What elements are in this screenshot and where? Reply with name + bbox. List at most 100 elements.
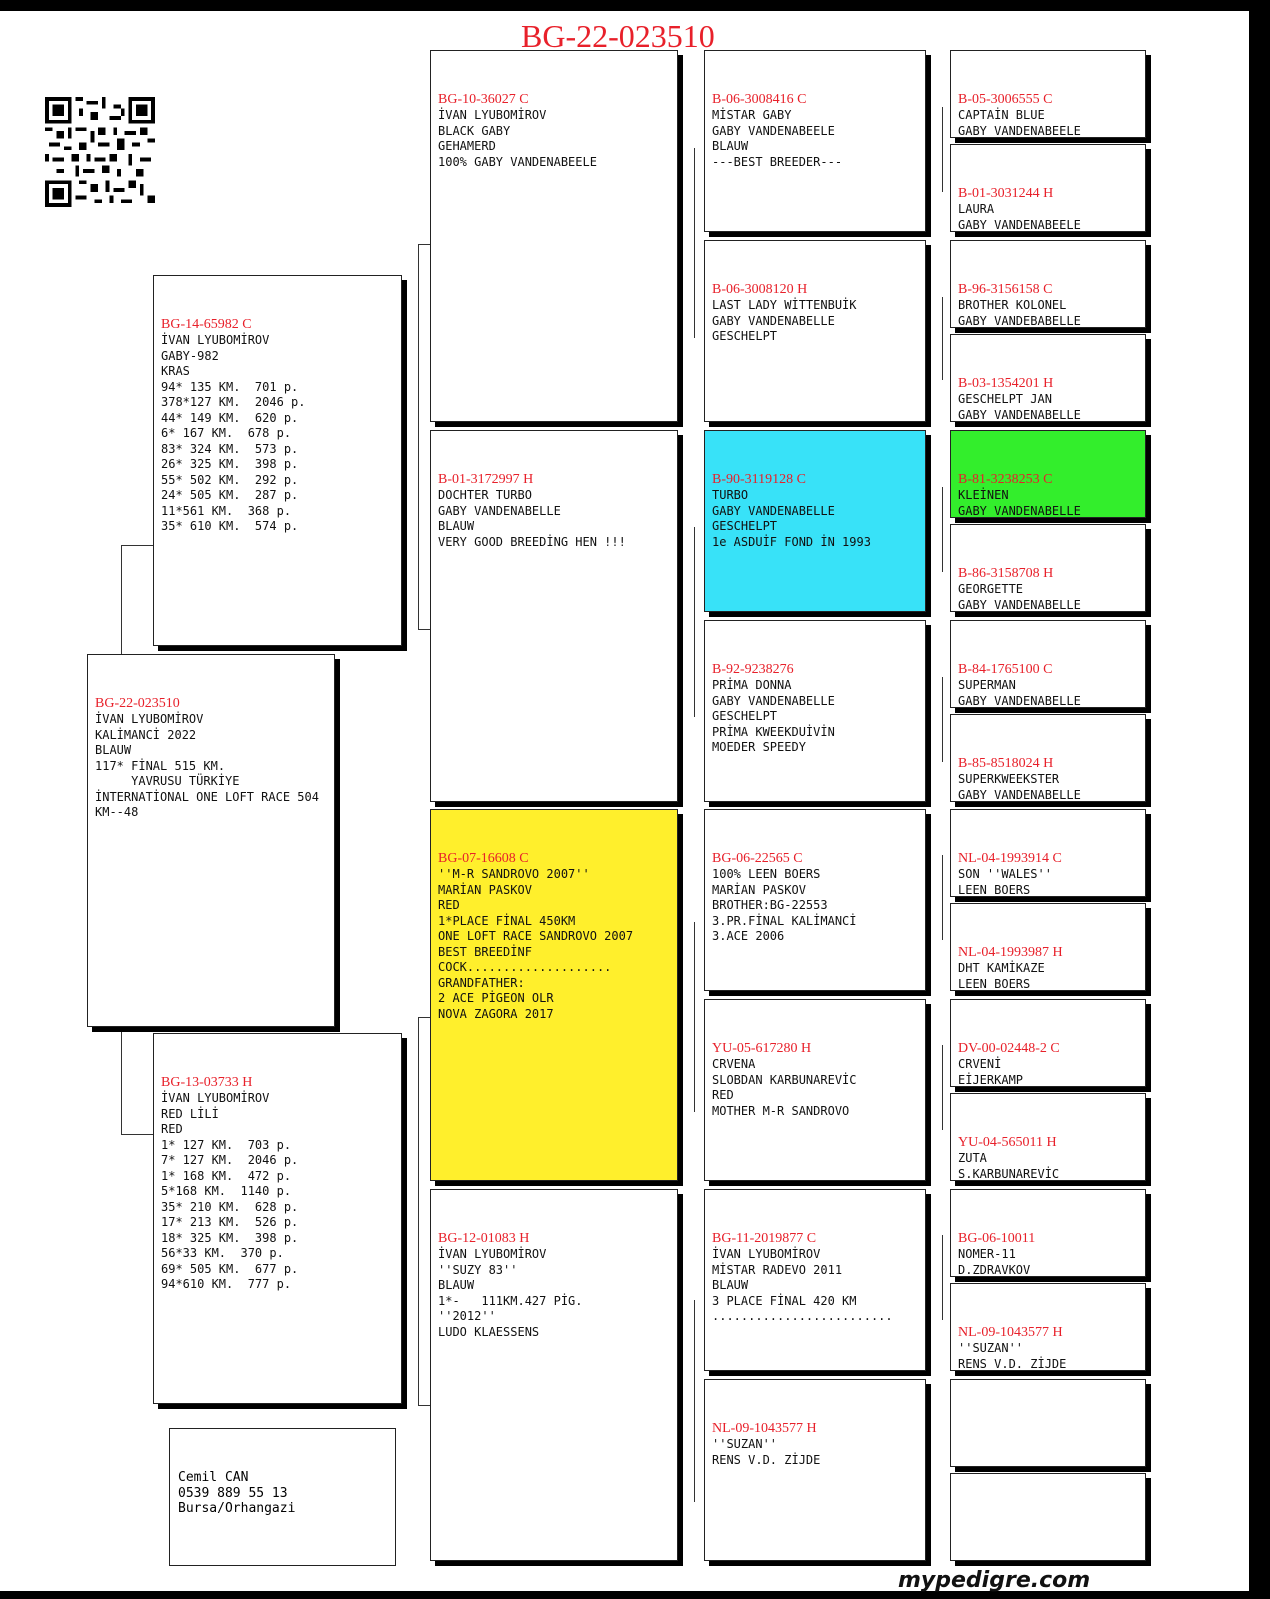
card-line: 6* 167 KM. 678 p.: [161, 426, 292, 440]
card-line: BLAUW: [438, 519, 475, 533]
ring-number: B-90-3119128 C: [712, 472, 806, 487]
card-line: 69* 505 KM. 677 p.: [161, 1261, 299, 1276]
card-line: MARİAN PASKOV: [438, 882, 532, 897]
gg-grandparent-card-empty: [950, 1379, 1146, 1467]
card-line: RED: [712, 1088, 734, 1102]
card-line: GEHAMERD: [438, 139, 496, 153]
card-line: 3.PR.FİNAL KALİMANCİ: [712, 913, 857, 928]
ring-number: B-05-3006555 C: [958, 92, 1053, 107]
card-line: PRİMA KWEEKDUİVİN: [712, 724, 835, 739]
connector-line: [942, 487, 943, 572]
card-line: KLEİNEN: [958, 488, 1009, 502]
card-line: ''SUZAN'': [712, 1437, 778, 1451]
card-line: İNTERNATİONAL ONE LOFT RACE 504: [95, 789, 319, 804]
card-line: ''M-R SANDROVO 2007'': [438, 867, 590, 881]
card-line: 18* 325 KM. 398 p.: [161, 1230, 299, 1245]
great-grandparent-card: NL-09-1043577 H''SUZAN''RENS V.D. ZİJDE: [704, 1379, 926, 1561]
card-line: 94*610 KM. 777 p.: [161, 1277, 292, 1291]
ring-number: B-01-3172997 H: [438, 472, 534, 487]
card-line: MARİAN PASKOV: [712, 882, 806, 897]
card-line: RENS V.D. ZİJDE: [958, 1356, 1067, 1371]
card-line: İVAN LYUBOMİROV: [712, 1247, 821, 1261]
owner-phone: 0539 889 55 13: [178, 1485, 288, 1501]
ring-number: NL-04-1993914 C: [958, 851, 1062, 866]
ring-number: B-01-3031244 H: [958, 186, 1054, 201]
connector-line: [418, 244, 419, 629]
card-line: ZUTA: [958, 1151, 987, 1165]
ring-number: BG-06-22565 C: [712, 851, 803, 866]
card-line: İVAN LYUBOMİROV: [161, 1091, 270, 1105]
card-line: 1*PLACE FİNAL 450KM: [438, 913, 576, 928]
card-line: BROTHER KOLONEL: [958, 298, 1067, 312]
card-line: 11*561 KM. 368 p.: [161, 503, 292, 518]
card-line: 5*168 KM. 1140 p.: [161, 1184, 292, 1198]
ring-number: B-96-3156158 C: [958, 282, 1053, 297]
card-line: DOCHTER TURBO: [438, 488, 532, 502]
page-title: BG-22-023510: [521, 18, 715, 54]
card-line: GABY VANDENABELLE: [958, 503, 1081, 518]
ring-number: NL-09-1043577 H: [712, 1421, 817, 1436]
card-line: KRAS: [161, 364, 190, 378]
card-line: GEORGETTE: [958, 582, 1024, 596]
card-line: İVAN LYUBOMİROV: [438, 108, 547, 122]
top-border: [0, 0, 1270, 11]
ring-number: B-06-3008120 H: [712, 282, 808, 297]
connector-line: [942, 107, 943, 192]
card-line: CRVENA: [712, 1057, 756, 1071]
card-line: LAST LADY WİTTENBUİK: [712, 298, 857, 312]
card-line: GESCHELPT: [712, 329, 778, 343]
card-line: 100% LEEN BOERS: [712, 867, 821, 881]
connector-line: [694, 922, 695, 1112]
card-line: GESCHELPT: [712, 709, 778, 723]
connector-line: [418, 1017, 419, 1405]
card-line: 17* 213 KM. 526 p.: [161, 1215, 299, 1229]
card-line: 1e ASDUİF FOND İN 1993: [712, 534, 871, 549]
card-line: 24* 505 KM. 287 p.: [161, 488, 299, 502]
card-line: 83* 324 KM. 573 p.: [161, 441, 299, 456]
ring-number: BG-14-65982 C: [161, 317, 252, 332]
connector-line: [694, 148, 695, 338]
card-line: MİSTAR RADEVO 2011: [712, 1262, 843, 1277]
card-line: 44* 149 KM. 620 p.: [161, 410, 299, 425]
ring-number: B-81-3238253 C: [958, 472, 1053, 487]
card-line: GABY VANDENABELLE: [712, 313, 835, 328]
card-line: GESCHELPT JAN: [958, 392, 1052, 406]
card-line: 3 PLACE FİNAL 420 KM: [712, 1293, 857, 1308]
ring-number: BG-11-2019877 C: [712, 1231, 817, 1246]
ring-number: YU-05-617280 H: [712, 1041, 812, 1056]
card-line: GABY VANDENABELLE: [958, 407, 1081, 422]
card-line: 94* 135 KM. 701 p.: [161, 379, 299, 394]
card-line: BLACK GABY: [438, 123, 511, 138]
card-line: .........................: [712, 1309, 893, 1323]
card-line: ---BEST BREEDER---: [712, 154, 843, 169]
card-line: GABY VANDENABELLE: [438, 503, 561, 518]
connector-line: [121, 1134, 153, 1135]
card-line: TURBO: [712, 488, 749, 502]
ring-number: DV-00-02448-2 C: [958, 1041, 1060, 1056]
card-line: RED: [161, 1122, 183, 1136]
card-line: COCK....................: [438, 960, 612, 974]
card-line: NOMER-11: [958, 1247, 1016, 1261]
ring-number: BG-06-10011: [958, 1231, 1036, 1246]
ring-number: NL-09-1043577 H: [958, 1325, 1063, 1340]
card-line: 117* FİNAL 515 KM.: [95, 758, 226, 773]
footer-brand[interactable]: mypedigre.com: [898, 1568, 1091, 1593]
card-line: CAPTAİN BLUE: [958, 108, 1045, 122]
card-line: LUDO KLAESSENS: [438, 1324, 540, 1339]
card-line: GABY VANDENABELLE: [712, 503, 835, 518]
ring-number: BG-22-023510: [95, 696, 180, 711]
card-line: CRVENİ: [958, 1057, 1002, 1071]
card-line: GABY VANDEBABELLE: [958, 313, 1081, 328]
connector-line: [694, 1300, 695, 1502]
